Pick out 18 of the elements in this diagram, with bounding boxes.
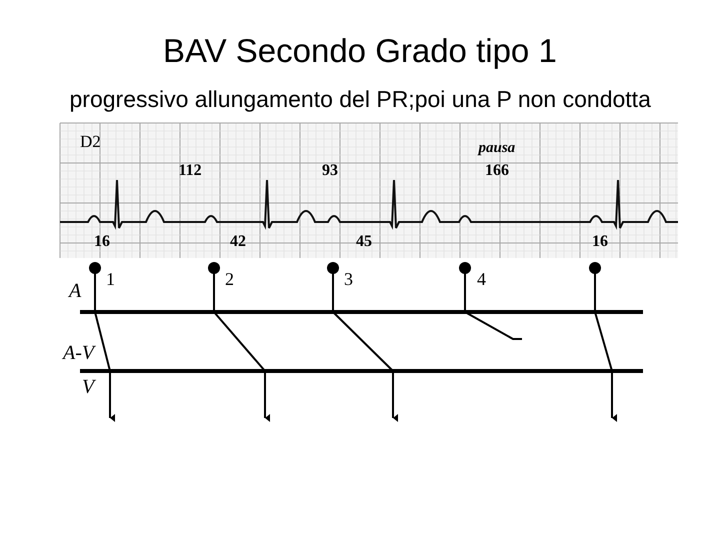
interval-value: 112 <box>178 163 202 179</box>
row-label: V <box>82 377 94 397</box>
beat-number: 1 <box>106 270 115 288</box>
subtitle: progressivo allungamento del PR;poi una P non condotta <box>70 88 651 111</box>
interval-value: 42 <box>230 234 246 250</box>
lead-label: D2 <box>80 133 101 150</box>
row-label: A-V <box>63 343 94 363</box>
beat-number: 2 <box>225 270 234 288</box>
title: BAV Secondo Grado tipo 1 <box>163 34 557 67</box>
interval-value: 16 <box>94 234 110 250</box>
interval-value: 16 <box>592 234 608 250</box>
beat-number: 3 <box>344 270 353 288</box>
interval-value: 45 <box>356 234 372 250</box>
interval-value: 93 <box>322 163 338 179</box>
beat-number: 4 <box>477 270 486 288</box>
row-label: A <box>69 281 82 301</box>
interval-value: 166 <box>485 163 509 179</box>
pause-label: pausa <box>478 141 516 156</box>
